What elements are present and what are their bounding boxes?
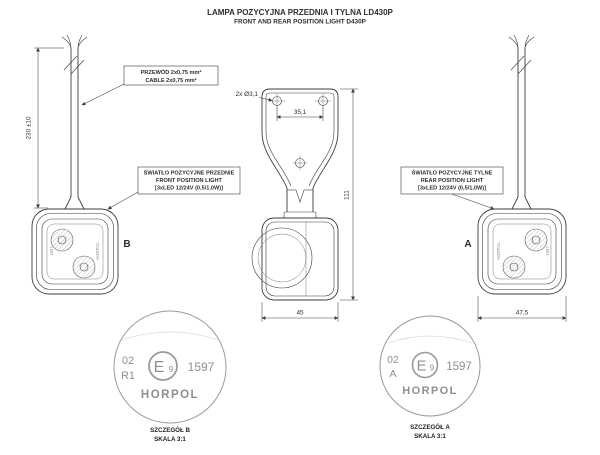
cable-break-symbol: [63, 55, 85, 75]
detail-b-e-mark-circle: [148, 351, 178, 381]
detail-a-e-mark-circle: [411, 351, 439, 379]
lamp-b-outer: [31, 208, 119, 295]
dim-holes-callout: 2x Ø3,1: [236, 91, 273, 102]
detail-b: 02 R1 E 9 1597 HORPOL SZCZEGÓŁ B SKALA 3…: [113, 310, 227, 443]
cable-right: [508, 34, 535, 210]
callout-cable-leader: [81, 83, 125, 106]
view-center: 35,1 2x Ø3,1 111 45: [236, 88, 358, 322]
callout-rear-light: ŚWIATŁO POZYCYJNE TYLNE REAR POSITION LI…: [400, 166, 504, 210]
dim-cable-length-text: 230 ±10: [26, 116, 33, 139]
detail-a-caption: SZCZEGÓŁ A: [410, 423, 450, 431]
mounting-holes: [269, 93, 331, 109]
callout-front-line2: FRONT POSITION LIGHT: [156, 178, 222, 184]
led-lens-1: [50, 228, 74, 252]
led-lens-2: [72, 255, 96, 279]
view-letter-b: B: [123, 239, 130, 250]
dim-body-width-text: 45: [296, 310, 304, 317]
led-lens-4: [502, 255, 526, 279]
detail-a-e-number: 9: [430, 364, 435, 373]
detail-b-approval: 1597: [188, 360, 215, 374]
detail-b-brand: HORPOL: [141, 389, 199, 401]
face-b-approval-mark: 1597: [49, 246, 54, 256]
drawing-title: LAMPA POZYCYJNA PRZEDNIA I TYLNA LD430P: [207, 8, 393, 17]
callout-cable: PRZEWÓD 2x0,75 mm² CABLE 2x0,75 mm²: [81, 65, 219, 106]
cable-left: [61, 34, 88, 210]
cable-grommet: [64, 196, 72, 210]
callout-cable-box: [123, 65, 219, 86]
dim-body-depth: 47,5: [477, 296, 567, 322]
face-a-brand-mark: HORPOL: [496, 241, 501, 259]
detail-a-approval: 1597: [446, 361, 472, 373]
dim-hole-spacing: 35,1: [276, 107, 324, 121]
detail-b-circle: [113, 310, 227, 424]
dim-overall-height: 111: [340, 88, 358, 301]
view-b: HORPOL 1597 B 230 ±10: [26, 34, 131, 295]
lamp-side-profile: [251, 211, 339, 301]
title-block: LAMPA POZYCYJNA PRZEDNIA I TYLNA LD430P …: [207, 8, 393, 26]
bracket-outline: [261, 88, 339, 212]
callout-rear-line1: ŚWIATŁO POZYCYJNE TYLNE: [412, 170, 493, 177]
holes-leader-line: [258, 97, 273, 102]
view-letter-a: A: [464, 239, 471, 250]
dim-overall-height-text: 111: [344, 190, 351, 200]
detail-b-e-number: 9: [169, 364, 174, 374]
callout-rear-line2: REAR POSITION LIGHT: [421, 178, 484, 184]
dim-cable-length: 230 ±10: [26, 47, 64, 209]
lamp-face-b: HORPOL 1597: [31, 208, 119, 295]
detail-b-code-top: 02: [122, 355, 134, 367]
cable-break-symbol-right: [510, 55, 532, 75]
dim-body-width: 45: [261, 302, 339, 322]
detail-a-e-letter: E: [417, 359, 427, 375]
detail-a-code-bottom: A: [389, 368, 396, 380]
callout-front-box: [137, 166, 241, 195]
led-lens-3: [524, 228, 548, 252]
face-b-brand-mark: HORPOL: [95, 241, 100, 259]
detail-a-code-top: 02: [387, 354, 399, 366]
detail-a-brand: HORPOL: [402, 385, 457, 397]
drawing-subtitle: FRONT AND REAR POSITION LIGHT D430P: [234, 19, 367, 26]
detail-b-mold-line: [121, 331, 219, 341]
detail-a-mold-line: [387, 335, 473, 344]
view-a: HORPOL 1597 A 47,5: [464, 34, 567, 322]
detail-b-e-letter: E: [154, 359, 165, 376]
bracket-notch: [295, 189, 305, 203]
callout-cable-line1: PRZEWÓD 2x0,75 mm²: [141, 68, 202, 76]
callout-front-line1: ŚWIATŁO POZYCYJNE PRZEDNIE: [144, 170, 235, 177]
lamp-body-outline: [261, 217, 339, 301]
detail-b-scale: SKALA 3:1: [154, 436, 186, 443]
face-a-approval-mark: 1597: [545, 246, 550, 256]
lamp-face-a: HORPOL 1597: [477, 208, 567, 295]
detail-a-scale: SKALA 3:1: [414, 433, 446, 440]
dim-holes-text: 2x Ø3,1: [236, 91, 259, 98]
lamp-a-outer: [477, 208, 567, 295]
dim-body-depth-text: 47,5: [516, 310, 529, 317]
detail-b-code-bottom: R1: [121, 370, 135, 382]
dim-hole-spacing-text: 35,1: [294, 109, 307, 116]
callout-cable-line2: CABLE 2x0,75 mm²: [145, 77, 196, 84]
callout-rear-leader: [451, 193, 495, 210]
callout-front-line3: [3xLED 12/24V (0,5/1,0W)]: [155, 186, 223, 192]
lens-profile-circle: [251, 227, 313, 289]
callout-front-leader: [107, 191, 139, 210]
callout-front-light: ŚWIATŁO POZYCYJNE PRZEDNIE FRONT POSITIO…: [107, 166, 241, 210]
detail-a-circle: [379, 315, 481, 417]
callout-rear-line3: [3xLED 12/24V (0,5/1,0W)]: [418, 186, 486, 192]
detail-b-caption: SZCZEGÓŁ B: [150, 426, 190, 434]
detail-a: 02 A E 9 1597 HORPOL SZCZEGÓŁ A SKALA 3:…: [379, 315, 481, 440]
